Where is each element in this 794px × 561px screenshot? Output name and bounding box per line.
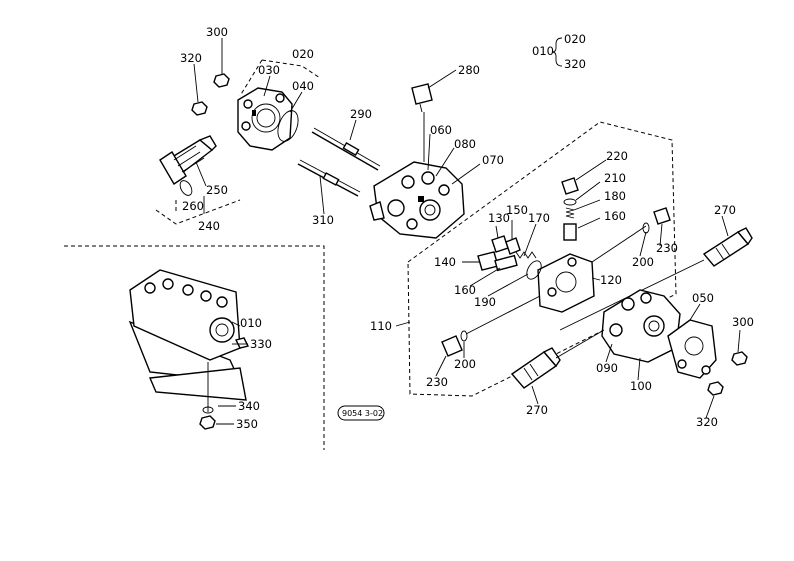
label-010: 010 bbox=[240, 316, 262, 330]
label-100: 100 bbox=[630, 379, 652, 393]
plug-part-230-bottom bbox=[441, 335, 463, 357]
label-300-right: 300 bbox=[732, 315, 754, 329]
label-150: 150 bbox=[506, 203, 528, 217]
label-120: 120 bbox=[600, 273, 622, 287]
valve-section-part-090 bbox=[601, 289, 681, 363]
leader-lines bbox=[193, 38, 741, 425]
label-020: 020 bbox=[292, 47, 314, 61]
label-320-right: 320 bbox=[696, 415, 718, 429]
label-310: 310 bbox=[312, 213, 334, 227]
label-110: 110 bbox=[370, 319, 392, 333]
poppet-part-160-top bbox=[563, 223, 577, 241]
plug-part-220 bbox=[561, 177, 579, 195]
label-270-upper: 270 bbox=[714, 203, 736, 217]
label-210: 210 bbox=[604, 171, 626, 185]
bolt-part-330 bbox=[234, 337, 250, 349]
o-ring-part-190 bbox=[526, 260, 542, 280]
legend-label-020: 020 bbox=[564, 32, 586, 46]
label-060: 060 bbox=[430, 123, 452, 137]
o-ring-part-200-bottom bbox=[460, 330, 468, 342]
label-160-top: 160 bbox=[604, 209, 626, 223]
label-320-top: 320 bbox=[180, 51, 202, 65]
valve-body-part-060 bbox=[369, 161, 465, 239]
part-labels: 300 020 320 030 040 280 290 060 080 070 … bbox=[180, 25, 754, 431]
spool-part-290 bbox=[311, 127, 381, 171]
label-040: 040 bbox=[292, 79, 314, 93]
plug-part-130 bbox=[491, 235, 509, 253]
label-220: 220 bbox=[606, 149, 628, 163]
label-140: 140 bbox=[434, 255, 456, 269]
plug-part-280 bbox=[411, 83, 433, 113]
label-200-right: 200 bbox=[632, 255, 654, 269]
label-180: 180 bbox=[604, 189, 626, 203]
o-ring-part-200-right bbox=[642, 222, 650, 234]
label-240: 240 bbox=[198, 219, 220, 233]
label-030: 030 bbox=[258, 63, 280, 77]
label-070: 070 bbox=[482, 153, 504, 167]
nut-part-320-top bbox=[191, 101, 208, 116]
label-160-left: 160 bbox=[454, 283, 476, 297]
label-080: 080 bbox=[454, 137, 476, 151]
label-170: 170 bbox=[528, 211, 550, 225]
label-090: 090 bbox=[596, 361, 618, 375]
spring-part-180 bbox=[565, 207, 575, 219]
label-340: 340 bbox=[238, 399, 260, 413]
nut-part-320-right bbox=[707, 381, 724, 396]
assembled-valve-unit bbox=[128, 269, 247, 401]
relief-valve-part-250 bbox=[159, 135, 217, 185]
o-ring-part-260 bbox=[179, 180, 193, 196]
reference-code-text: 9054 3-02 bbox=[342, 409, 383, 418]
label-200-bottom: 200 bbox=[454, 357, 476, 371]
end-cover-part-030 bbox=[237, 87, 293, 151]
label-350: 350 bbox=[236, 417, 258, 431]
label-330: 330 bbox=[250, 337, 272, 351]
plug-part-230-right bbox=[653, 207, 671, 225]
label-190: 190 bbox=[474, 295, 496, 309]
legend-label-320: 320 bbox=[564, 57, 586, 71]
label-230-right: 230 bbox=[656, 241, 678, 255]
relief-valve-part-270-lower bbox=[510, 347, 561, 389]
label-050: 050 bbox=[692, 291, 714, 305]
nut-part-300-top bbox=[213, 73, 230, 88]
label-290: 290 bbox=[350, 107, 372, 121]
label-230-bottom: 230 bbox=[426, 375, 448, 389]
nut-part-350 bbox=[199, 415, 216, 430]
label-280: 280 bbox=[458, 63, 480, 77]
label-260: 260 bbox=[182, 199, 204, 213]
label-300-top: 300 bbox=[206, 25, 228, 39]
o-ring-part-040 bbox=[277, 110, 299, 142]
label-130: 130 bbox=[488, 211, 510, 225]
reference-code-stamp: 9054 3-02 bbox=[337, 405, 385, 421]
poppet-part-160-left bbox=[494, 254, 518, 272]
relief-valve-part-270-upper bbox=[702, 227, 753, 267]
spring-part-170 bbox=[515, 251, 537, 259]
washer-part-340 bbox=[202, 406, 214, 414]
nut-part-300-right bbox=[731, 351, 748, 366]
label-250: 250 bbox=[206, 183, 228, 197]
washer-part-210 bbox=[563, 198, 577, 206]
seat-part-150 bbox=[505, 237, 521, 255]
valve-section-part-120 bbox=[537, 253, 595, 313]
legend-label-010: 010 bbox=[532, 44, 554, 58]
label-270-lower: 270 bbox=[526, 403, 548, 417]
spool-part-310 bbox=[297, 159, 361, 197]
